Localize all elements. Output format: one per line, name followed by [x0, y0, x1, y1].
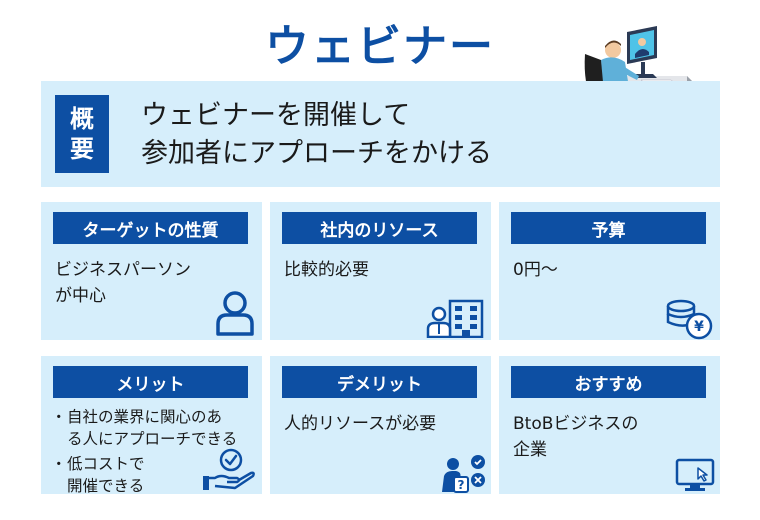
- card-body: 0円〜: [513, 257, 708, 283]
- staff-building-icon: [426, 299, 484, 338]
- card-body: 人的リソースが必要: [284, 411, 479, 437]
- card-header: おすすめ: [511, 366, 706, 398]
- monitor-cursor-icon: [675, 458, 715, 491]
- svg-text:?: ?: [458, 478, 465, 492]
- bullet-line: 開催できる: [67, 477, 145, 495]
- svg-text:¥: ¥: [694, 319, 704, 335]
- bullet-line: 低コストで: [67, 455, 145, 473]
- hand-check-icon: [203, 448, 255, 490]
- card-body-line: 比較的必要: [284, 260, 369, 280]
- card-body-line: ビジネスパーソン: [55, 260, 191, 280]
- bullet-line: 自社の業界に関心のあ: [67, 408, 223, 426]
- page-title: ウェビナー: [265, 21, 495, 72]
- card-recommended: おすすめ BtoBビジネスの 企業: [499, 356, 720, 494]
- card-budget: 予算 0円〜 ¥: [499, 202, 720, 340]
- overview-line-2: 参加者にアプローチをかける: [141, 138, 492, 169]
- card-body-line: 0円〜: [513, 260, 558, 280]
- card-header: ターゲットの性質: [53, 212, 248, 244]
- card-demerits: デメリット 人的リソースが必要 ?: [270, 356, 491, 494]
- confused-person-icon: ?: [442, 455, 485, 493]
- card-body-line: BtoBビジネスの: [513, 414, 639, 434]
- card-body: BtoBビジネスの 企業: [513, 411, 708, 463]
- card-header: メリット: [53, 366, 248, 398]
- card-body-line: が中心: [55, 286, 106, 306]
- card-target: ターゲットの性質 ビジネスパーソン が中心: [41, 202, 262, 340]
- overview-badge-char-1: 概: [70, 105, 94, 133]
- merit-list: 自社の業界に関心のあ る人にアプローチできる 低コストで 開催できる: [51, 406, 250, 500]
- card-resources: 社内のリソース 比較的必要: [270, 202, 491, 340]
- overview-panel: 概 要 ウェビナーを開催して 参加者にアプローチをかける: [41, 81, 720, 187]
- card-header: デメリット: [282, 366, 477, 398]
- card-merits: メリット 自社の業界に関心のあ る人にアプローチできる 低コストで 開催できる: [41, 356, 262, 495]
- yen-coins-icon: ¥: [666, 299, 713, 340]
- card-header: 予算: [511, 212, 706, 244]
- list-item: 自社の業界に関心のあ る人にアプローチできる: [51, 406, 250, 450]
- bullet-line: る人にアプローチできる: [67, 430, 238, 448]
- card-body-line: 企業: [513, 440, 547, 460]
- person-icon: [216, 291, 254, 336]
- overview-text: ウェビナーを開催して 参加者にアプローチをかける: [141, 97, 492, 173]
- overview-badge: 概 要: [55, 95, 109, 173]
- card-body: ビジネスパーソン が中心: [55, 257, 250, 309]
- card-body: 比較的必要: [284, 257, 479, 283]
- card-body-line: 人的リソースが必要: [284, 414, 437, 434]
- overview-badge-char-2: 要: [70, 135, 94, 163]
- list-item: 低コストで 開催できる: [51, 453, 250, 497]
- card-header: 社内のリソース: [282, 212, 477, 244]
- overview-line-1: ウェビナーを開催して: [141, 100, 411, 131]
